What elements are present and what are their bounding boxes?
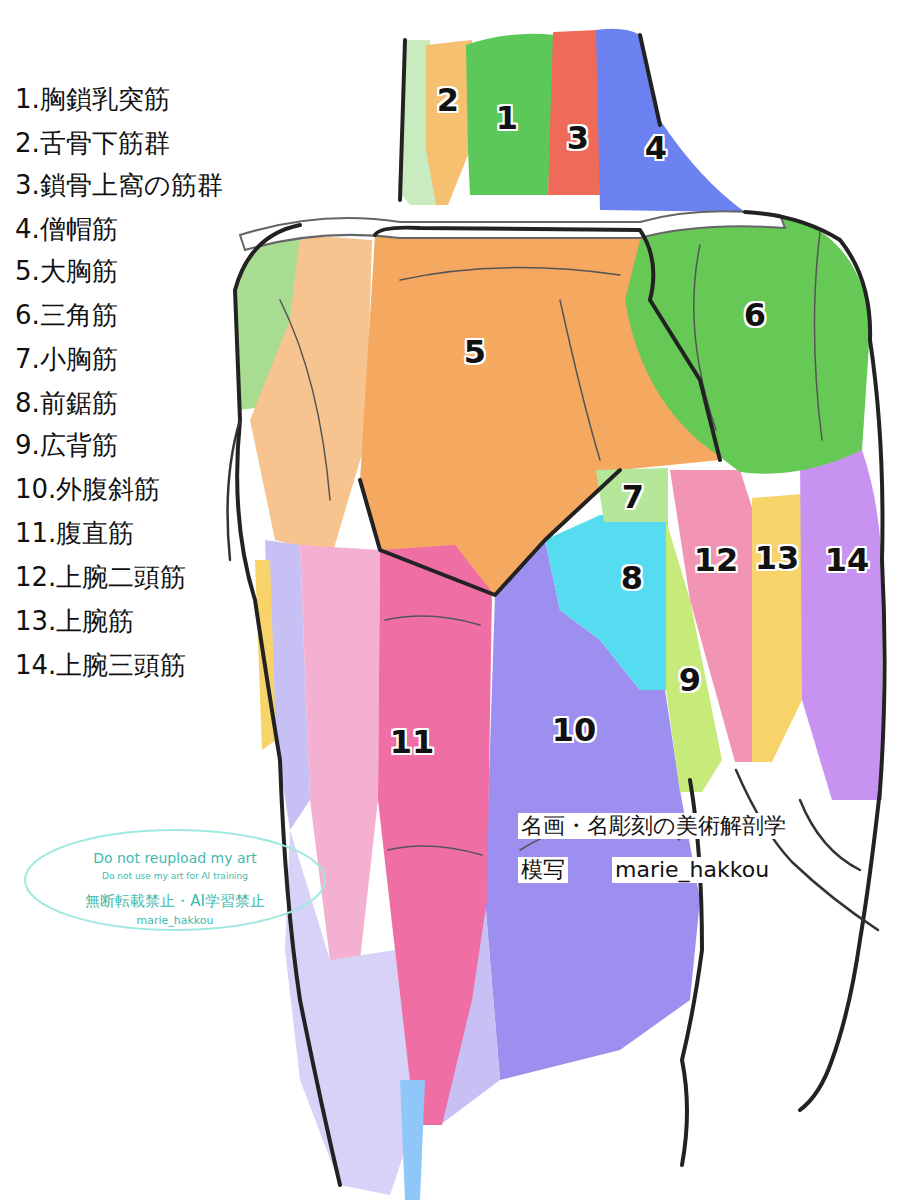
callout-number: 8 [621,560,643,597]
legend-entry: 2.舌骨下筋群 [15,129,170,159]
callout-number: 6 [744,297,766,334]
watermark-text: Do not use my art for AI training [102,871,248,881]
body-contour [360,470,620,595]
muscle-region [426,40,472,205]
watermark-ring [25,830,325,930]
caption-text: 名画・名彫刻の美術解剖学 [518,813,789,838]
legend-entry: 3.鎖骨上窩の筋群 [15,171,223,201]
legend-entry: 12.上腕二頭筋 [15,563,186,593]
legend-entry: 14.上腕三頭筋 [15,651,186,681]
callout-number: 11 [390,724,435,761]
caption-text: 模写 [518,857,568,882]
callout-number: 10 [552,712,597,749]
muscle-region [596,468,668,522]
muscle-fiber-line [560,300,600,460]
muscle-fiber-line [814,232,822,440]
muscle-region [400,1080,425,1200]
muscle-fiber-line [400,268,620,280]
muscle-fiber-line [385,616,480,625]
muscle-region [800,450,883,800]
body-contour [375,228,720,460]
watermark-text: marie_hakkou [136,915,213,928]
legend-entry: 11.腹直筋 [15,519,134,549]
legend-entry: 13.上腕筋 [15,607,134,637]
muscle-region [466,34,555,195]
body-contour [235,225,340,1185]
arm-contour [228,420,240,560]
muscle-fiber-line [280,300,330,500]
muscle-region [545,515,668,690]
callout-number: 5 [464,334,486,371]
watermark-text: 無断転載禁止・AI学習禁止 [85,893,265,910]
callout-number: 14 [825,542,870,579]
muscle-region [625,216,870,474]
callout-number: 13 [755,540,800,577]
legend-entry: 9.広背筋 [15,431,118,461]
legend-entry: 8.前鋸筋 [15,389,118,419]
muscle-fiber-line [388,846,482,855]
body-contour [745,212,885,1110]
callout-number: 3 [567,120,589,157]
muscle-region [250,235,372,555]
callout-number: 9 [679,662,701,699]
arm-contour [800,800,860,870]
muscle-region [378,545,492,1125]
legend-entry: 10.外腹斜筋 [15,475,160,505]
callout-number: 1 [496,100,518,137]
legend-entry: 5.大胸筋 [15,257,118,287]
muscle-region [300,545,380,960]
muscle-region [670,470,756,762]
muscle-region [596,29,745,212]
legend-entry: 7.小胸筋 [15,345,118,375]
legend-entry: 4.僧帽筋 [15,215,118,245]
callout-number: 2 [437,82,459,119]
muscle-region [752,494,802,762]
callout-number: 7 [622,479,644,516]
callout-number: 4 [645,130,667,167]
muscle-region [548,30,602,195]
body-contour [640,35,660,125]
legend-entry: 6.三角筋 [15,301,118,331]
watermark-text: Do not reupload my art [93,850,257,866]
arm-contour [736,770,878,930]
body-contour [400,40,405,200]
caption-text: marie_hakkou [612,857,772,882]
legend-entry: 1.胸鎖乳突筋 [15,85,170,115]
callout-number: 12 [694,542,739,579]
